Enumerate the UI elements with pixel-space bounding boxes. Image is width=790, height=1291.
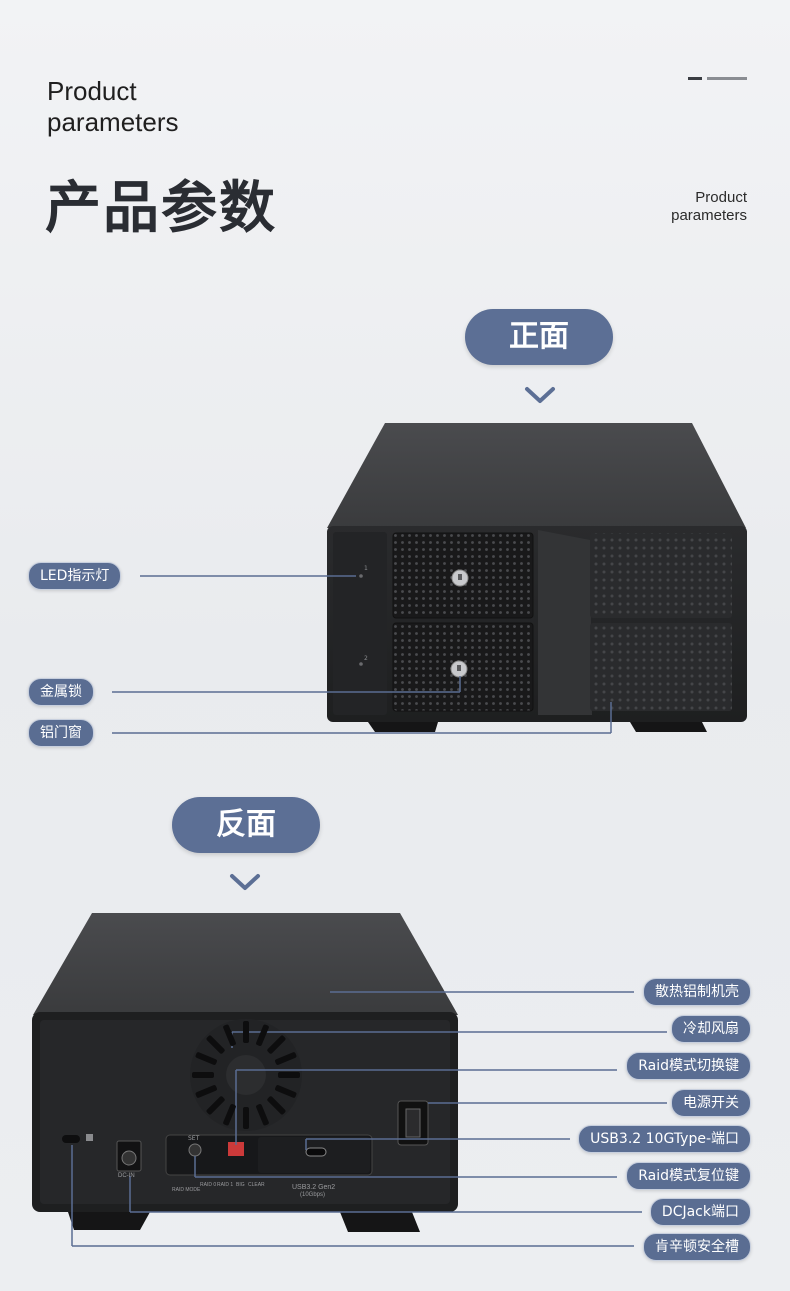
usb-c-port — [305, 1147, 327, 1157]
chevron-down-icon — [230, 874, 260, 890]
page-title-en: Product parameters — [47, 76, 179, 138]
led-indicator-2 — [359, 662, 363, 666]
lock-icon — [86, 1134, 93, 1141]
callout-raid-switch: Raid模式切换键 — [626, 1052, 751, 1080]
subtitle-en-right: Product parameters — [671, 189, 747, 225]
panel-usb-line1: USB3.2 Gen2 — [292, 1184, 336, 1191]
kensington-slot — [62, 1135, 80, 1143]
callout-usb-port: USB3.2 10GType-端口 — [578, 1125, 751, 1153]
raid-dip-switch — [228, 1142, 244, 1156]
bay-mark-1: 1 — [364, 565, 368, 572]
aluminium-door-edge — [538, 530, 592, 715]
panel-clear-text: CLEAR — [248, 1182, 265, 1188]
callout-cooling-fan: 冷却风扇 — [671, 1015, 751, 1043]
callout-raid-reset: Raid模式复位键 — [626, 1162, 751, 1190]
subtitle-en-right-line2: parameters — [671, 207, 747, 224]
panel-big-text: BIG — [236, 1182, 245, 1188]
led-panel — [333, 532, 387, 715]
chevron-down-icon — [525, 387, 555, 403]
back-top-surface — [33, 913, 458, 1015]
panel-raid-mode-text: RAID MODE — [172, 1187, 201, 1193]
door-window-2 — [590, 623, 732, 711]
fan-blades — [192, 1021, 300, 1129]
subtitle-en-right-line1: Product — [695, 189, 747, 206]
page-title-en-line2: parameters — [47, 107, 179, 137]
page-title-cn: 产品参数 — [45, 176, 277, 241]
page-title-en-line1: Product — [47, 76, 137, 106]
front-top-surface — [327, 423, 746, 528]
back-callout-lines — [71, 991, 667, 1247]
panel-raid1-text: RAID 1 — [217, 1182, 234, 1188]
back-section-label: 反面 — [172, 797, 320, 853]
panel-dc-in-text: DC-IN — [118, 1173, 135, 1179]
front-section-label: 正面 — [465, 309, 613, 365]
callout-led-indicator: LED指示灯 — [28, 562, 122, 590]
corner-dash-long — [707, 77, 747, 80]
door-window-1 — [590, 533, 732, 618]
led-indicator-1 — [359, 574, 363, 578]
callout-aluminium-shell: 散热铝制机壳 — [643, 978, 751, 1006]
panel-raid0-text: RAID 0 — [200, 1182, 217, 1188]
panel-usb-line2: (10Gbps) — [300, 1192, 326, 1198]
bay-mark-2: 2 — [364, 655, 368, 662]
back-foot-left — [68, 1212, 150, 1230]
front-callout-lines — [112, 575, 612, 734]
callout-metal-lock: 金属锁 — [28, 678, 94, 706]
panel-set-text: SET — [188, 1135, 200, 1142]
callout-power-switch: 电源开关 — [671, 1089, 751, 1117]
callout-kensington-slot: 肯辛顿安全槽 — [643, 1233, 751, 1261]
foot-right — [630, 722, 707, 732]
foot-left — [368, 722, 438, 732]
callout-aluminium-window: 铝门窗 — [28, 719, 94, 747]
corner-dash-short — [688, 77, 702, 80]
callout-dc-jack: DCJack端口 — [649, 1198, 751, 1226]
raid-reset-button — [188, 1143, 202, 1157]
back-foot-right — [340, 1212, 420, 1232]
